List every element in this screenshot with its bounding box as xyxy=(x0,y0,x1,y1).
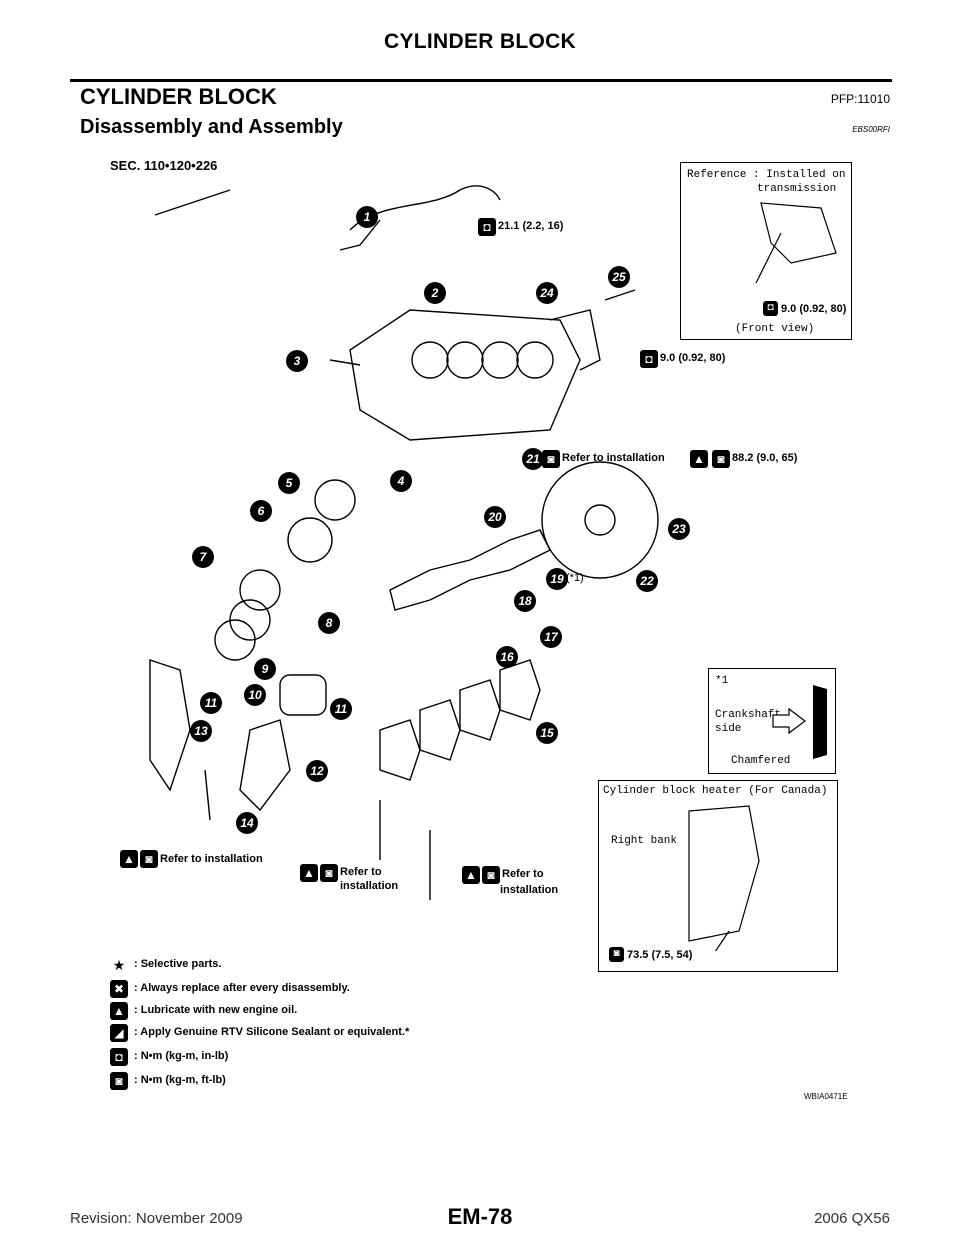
star-icon: ★ xyxy=(110,956,128,974)
oil-icon: ▲ xyxy=(690,450,708,468)
chamfer-note: *1 xyxy=(715,675,729,687)
part-number-10: 10 xyxy=(244,684,266,706)
part-number-1: 1 xyxy=(356,206,378,228)
reference-box: Reference : Installed on transmission ◘ … xyxy=(680,162,852,340)
chamfer-sketch xyxy=(772,685,827,759)
flywheel-part xyxy=(541,461,659,579)
torque-ftlb-icon: ◙ xyxy=(482,866,500,884)
part-number-16: 16 xyxy=(496,646,518,668)
torque-label-7b: installation xyxy=(500,884,559,896)
chamfer-label1: Crankshaft xyxy=(715,709,782,721)
section-subtitle: Disassembly and Assembly xyxy=(80,116,343,138)
crankshaft-part xyxy=(389,529,551,611)
legend-text: : Always replace after every disassembly… xyxy=(134,982,350,994)
legend-text: : Apply Genuine RTV Silicone Sealant or … xyxy=(134,1026,410,1038)
legend-text: : N•m (kg-m, ft-lb) xyxy=(134,1074,226,1086)
piston-part xyxy=(279,674,327,716)
part-number-11b: 11 xyxy=(330,698,352,720)
part-number-6: 6 xyxy=(250,500,272,522)
part-number-11a: 11 xyxy=(200,692,222,714)
page-header-title: CYLINDER BLOCK xyxy=(383,30,577,53)
legend-text: : Selective parts. xyxy=(134,958,222,970)
asterisk-note: (*1) xyxy=(566,572,584,584)
torque-ftlb-icon: ◙ xyxy=(140,850,158,868)
transmission-sketch xyxy=(755,202,837,283)
oil-icon: ▲ xyxy=(110,1002,128,1020)
part-number-15: 15 xyxy=(536,722,558,744)
heater-bank: Right bank xyxy=(611,835,678,847)
torque-ftlb-icon: ◙ xyxy=(712,450,730,468)
section-title: CYLINDER BLOCK xyxy=(80,84,277,109)
part-number-2: 2 xyxy=(424,282,446,304)
torque-label-3: Refer to installation xyxy=(562,452,665,464)
part-number-3: 3 xyxy=(286,350,308,372)
reference-line1: Reference : Installed on xyxy=(687,169,846,181)
part-number-4: 4 xyxy=(390,470,412,492)
part-number-23: 23 xyxy=(668,518,690,540)
torque-label-6b: installation xyxy=(340,880,399,892)
chamfer-label2: side xyxy=(715,723,742,735)
torque-inlb-icon: ◘ xyxy=(640,350,658,368)
part-number-5: 5 xyxy=(278,472,300,494)
torque-label-2: 9.0 (0.92, 80) xyxy=(660,352,726,364)
torque-label-4: 88.2 (9.0, 65) xyxy=(732,452,798,464)
reference-torque: 9.0 (0.92, 80) xyxy=(781,303,847,315)
heater-box: Cylinder block heater (For Canada) Right… xyxy=(598,780,838,972)
legend-text: : Lubricate with new engine oil. xyxy=(134,1004,298,1016)
oil-icon: ▲ xyxy=(300,864,318,882)
torque-label-1: 21.1 (2.2, 16) xyxy=(498,220,564,232)
heater-sketch xyxy=(688,805,760,951)
part-number-25: 25 xyxy=(608,266,630,288)
reference-caption: (Front view) xyxy=(735,323,815,335)
footer-model: 2006 QX56 xyxy=(814,1210,890,1227)
section-subcode: EBS00RFI xyxy=(852,125,890,134)
part-number-13: 13 xyxy=(190,720,212,742)
torque-ftlb-icon: ◙ xyxy=(609,947,624,962)
oil-icon: ▲ xyxy=(462,866,480,884)
torque-inlb-icon: ◘ xyxy=(110,1048,128,1066)
header-rule xyxy=(70,79,892,82)
part-number-18: 18 xyxy=(514,590,536,612)
torque-label-7a: Refer to xyxy=(502,868,544,880)
cylinder-block-part xyxy=(349,309,581,441)
torque-ftlb-icon: ◙ xyxy=(110,1072,128,1090)
figure-sec-label: SEC. 110•120•226 xyxy=(110,158,218,173)
legend-text: : N•m (kg-m, in-lb) xyxy=(134,1050,229,1062)
chamfer-box: *1 Crankshaft side Chamfered xyxy=(708,668,836,774)
part-number-24: 24 xyxy=(536,282,558,304)
part-number-7: 7 xyxy=(192,546,214,568)
part-number-12: 12 xyxy=(306,760,328,782)
torque-inlb-icon: ◘ xyxy=(478,218,496,236)
torque-inlb-icon: ◘ xyxy=(763,301,778,316)
torque-ftlb-icon: ◙ xyxy=(320,864,338,882)
part-number-9: 9 xyxy=(254,658,276,680)
heater-title: Cylinder block heater (For Canada) xyxy=(603,785,828,797)
section-code: PFP:11010 xyxy=(830,92,890,106)
part-number-8: 8 xyxy=(318,612,340,634)
heater-torque: 73.5 (7.5, 54) xyxy=(627,949,693,961)
part-number-14: 14 xyxy=(236,812,258,834)
chamfer-label3: Chamfered xyxy=(731,755,791,767)
reference-line2: transmission xyxy=(757,183,837,195)
footer-page-number: EM-78 xyxy=(447,1204,513,1229)
replace-icon: ✖ xyxy=(110,980,128,998)
torque-label-6a: Refer to xyxy=(340,866,382,878)
part-number-21: 21 xyxy=(522,448,544,470)
exploded-view-drawing xyxy=(149,185,659,900)
oil-icon: ▲ xyxy=(120,850,138,868)
torque-label-5: Refer to installation xyxy=(160,853,263,865)
arrow-left-icon xyxy=(772,707,806,735)
part-number-19: 19 xyxy=(546,568,568,590)
footer-revision: Revision: November 2009 xyxy=(70,1210,243,1227)
part-number-17: 17 xyxy=(540,626,562,648)
sealant-icon: ◢ xyxy=(110,1024,128,1042)
part-number-20: 20 xyxy=(484,506,506,528)
part-number-22: 22 xyxy=(636,570,658,592)
figure-id: WBIA0471E xyxy=(804,1092,848,1101)
connecting-rod-part xyxy=(149,659,191,792)
torque-ftlb-icon: ◙ xyxy=(542,450,560,468)
